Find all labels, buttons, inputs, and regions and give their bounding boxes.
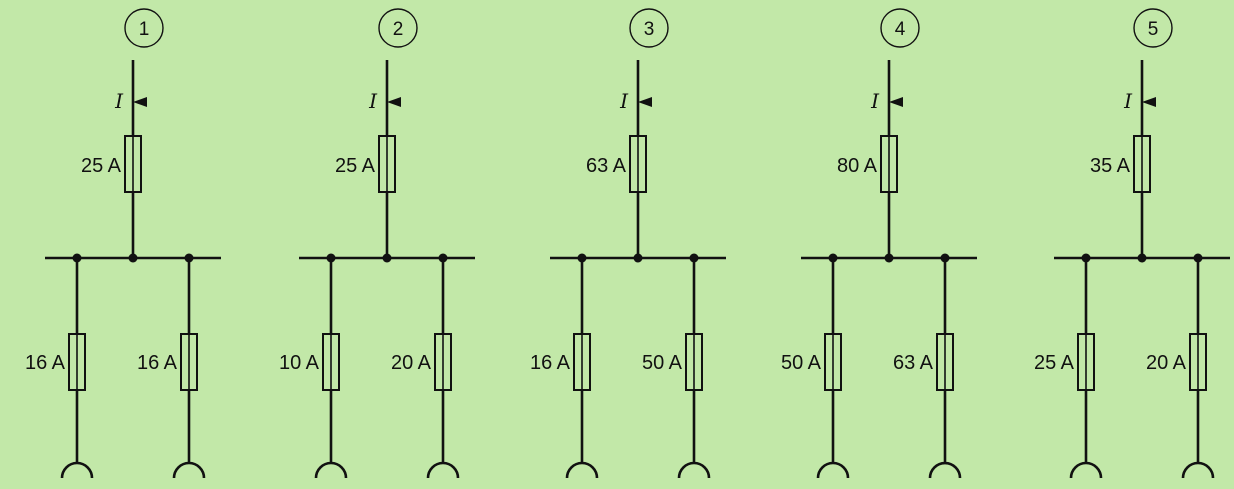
junction-dot [1137, 253, 1147, 263]
branch-fuse-rating: 20 A [391, 352, 432, 374]
branch-fuse [1077, 333, 1095, 391]
branch-fuse-rating: 63 A [893, 352, 934, 374]
load-terminal [60, 461, 94, 479]
junction-dot [128, 253, 138, 263]
branch-1: 50 A [781, 253, 850, 479]
branch-fuse-rating: 50 A [781, 352, 822, 374]
branch-fuse-rating: 16 A [137, 352, 178, 374]
junction-dot [884, 253, 894, 263]
load-terminal [816, 461, 850, 479]
main-fuse [124, 135, 142, 193]
branch-fuse-rating: 20 A [1146, 352, 1187, 374]
branch-fuse [68, 333, 86, 391]
load-terminal [1181, 461, 1215, 479]
circuit-4: 4I 80 A 50 A 63 A [781, 8, 977, 479]
branch-2: 50 A [642, 253, 711, 479]
load-terminal [172, 461, 206, 479]
load-terminal [677, 461, 711, 479]
branch-fuse-rating: 10 A [279, 352, 320, 374]
branch-fuse-rating: 50 A [642, 352, 683, 374]
circuit-number: 3 [644, 19, 655, 40]
main-fuse-rating: 25 A [335, 155, 376, 177]
circuit-number-circle [880, 8, 920, 48]
branch-fuse-rating: 16 A [530, 352, 571, 374]
current-label: I [114, 89, 124, 113]
branch-fuse [434, 333, 452, 391]
branch-2: 20 A [1146, 253, 1215, 479]
branch-1: 10 A [279, 253, 348, 479]
branch-fuse [685, 333, 703, 391]
branch-1: 16 A [25, 253, 94, 479]
branch-fuse [322, 333, 340, 391]
circuit-number-circle [378, 8, 418, 48]
main-fuse [1133, 135, 1151, 193]
load-terminal [314, 461, 348, 479]
branch-1: 16 A [530, 253, 599, 479]
load-terminal [1069, 461, 1103, 479]
main-fuse-rating: 35 A [1090, 155, 1131, 177]
circuit-number-circle [1133, 8, 1173, 48]
load-terminal [426, 461, 460, 479]
branch-fuse-rating: 25 A [1034, 352, 1075, 374]
current-label: I [1123, 89, 1133, 113]
circuit-number-circle [629, 8, 669, 48]
circuit-number: 2 [393, 19, 404, 40]
circuit-number: 5 [1148, 19, 1159, 40]
load-terminal [928, 461, 962, 479]
branch-fuse [936, 333, 954, 391]
main-fuse-rating: 63 A [586, 155, 627, 177]
main-fuse [378, 135, 396, 193]
branch-2: 63 A [893, 253, 962, 479]
current-label: I [368, 89, 378, 113]
branch-fuse [180, 333, 198, 391]
load-terminal [565, 461, 599, 479]
main-fuse-rating: 80 A [837, 155, 878, 177]
branch-fuse [573, 333, 591, 391]
current-label: I [619, 89, 629, 113]
branch-fuse [1189, 333, 1207, 391]
main-fuse [880, 135, 898, 193]
circuit-2: 2I 25 A 10 A 20 A [279, 8, 475, 479]
branch-1: 25 A [1034, 253, 1103, 479]
circuit-number-circle [124, 8, 164, 48]
circuit-1: 1I 25 A 16 A 16 A [25, 8, 221, 479]
circuit-5: 5I 35 A 25 A 20 A [1034, 8, 1230, 479]
junction-dot [382, 253, 392, 263]
branch-fuse [824, 333, 842, 391]
current-label: I [870, 89, 880, 113]
branch-2: 16 A [137, 253, 206, 479]
main-fuse-rating: 25 A [81, 155, 122, 177]
main-fuse [629, 135, 647, 193]
branch-fuse-rating: 16 A [25, 352, 66, 374]
circuit-number: 4 [895, 19, 906, 40]
circuit-number: 1 [139, 19, 150, 40]
circuit-3: 3I 63 A 16 A 50 A [530, 8, 726, 479]
junction-dot [633, 253, 643, 263]
branch-2: 20 A [391, 253, 460, 479]
